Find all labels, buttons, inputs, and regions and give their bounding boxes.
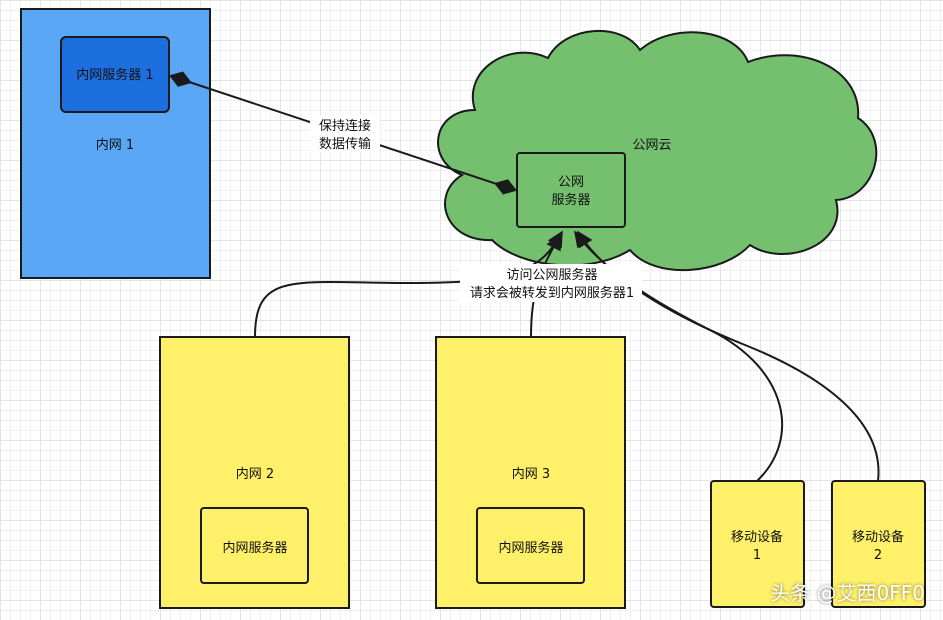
request-label-bg [460, 264, 642, 302]
intranet-1-server-label: 内网服务器 1 [76, 67, 153, 83]
mobile-2-label-line2: 2 [874, 548, 882, 563]
intranet-1-label: 内网 1 [96, 137, 134, 153]
public-server-label-line1: 公网 [558, 175, 584, 190]
watermark: 头条 @艾西0FF0 [770, 581, 925, 605]
keepalive-label-line2: 数据传输 [319, 136, 371, 152]
intranet-3-label: 内网 3 [512, 466, 550, 482]
intranet-2-label: 内网 2 [236, 466, 274, 482]
mobile-2-label-line1: 移动设备 [852, 529, 904, 545]
public-cloud-label: 公网云 [632, 138, 671, 153]
mobile-1-label-line1: 移动设备 [731, 529, 783, 545]
request-label-line2: 请求会被转发到内网服务器1 [470, 285, 634, 301]
intranet-3-server-box[interactable] [476, 507, 585, 584]
mobile-1-group: 移动设备 1 [710, 480, 805, 608]
intranet-1-server-box[interactable] [60, 36, 170, 113]
intranet-2-server-box[interactable] [200, 507, 309, 584]
intranet-2-group: 内网 2 内网服务器 [159, 336, 350, 609]
mobile-1-label-line2: 1 [753, 548, 761, 563]
mobile-2-group: 移动设备 2 [831, 480, 926, 608]
public-server-label-line2: 服务器 [551, 192, 590, 208]
public-server-box[interactable] [516, 152, 626, 228]
intranet-1-group: 内网服务器 1 内网 1 [20, 8, 211, 279]
intranet-2-server-label: 内网服务器 [222, 540, 287, 556]
request-label-line1: 访问公网服务器 [506, 267, 597, 283]
keepalive-label-bg [310, 115, 380, 153]
public-cloud-group: 公网云 公网 服务器 [437, 30, 878, 272]
request-connections: 访问公网服务器 请求会被转发到内网服务器1 [254, 230, 880, 482]
keepalive-connection: 保持连接 数据传输 [169, 71, 517, 195]
keepalive-label-line1: 保持连接 [319, 118, 371, 134]
intranet-3-group: 内网 3 内网服务器 [435, 336, 626, 609]
intranet-3-server-label: 内网服务器 [498, 540, 563, 556]
